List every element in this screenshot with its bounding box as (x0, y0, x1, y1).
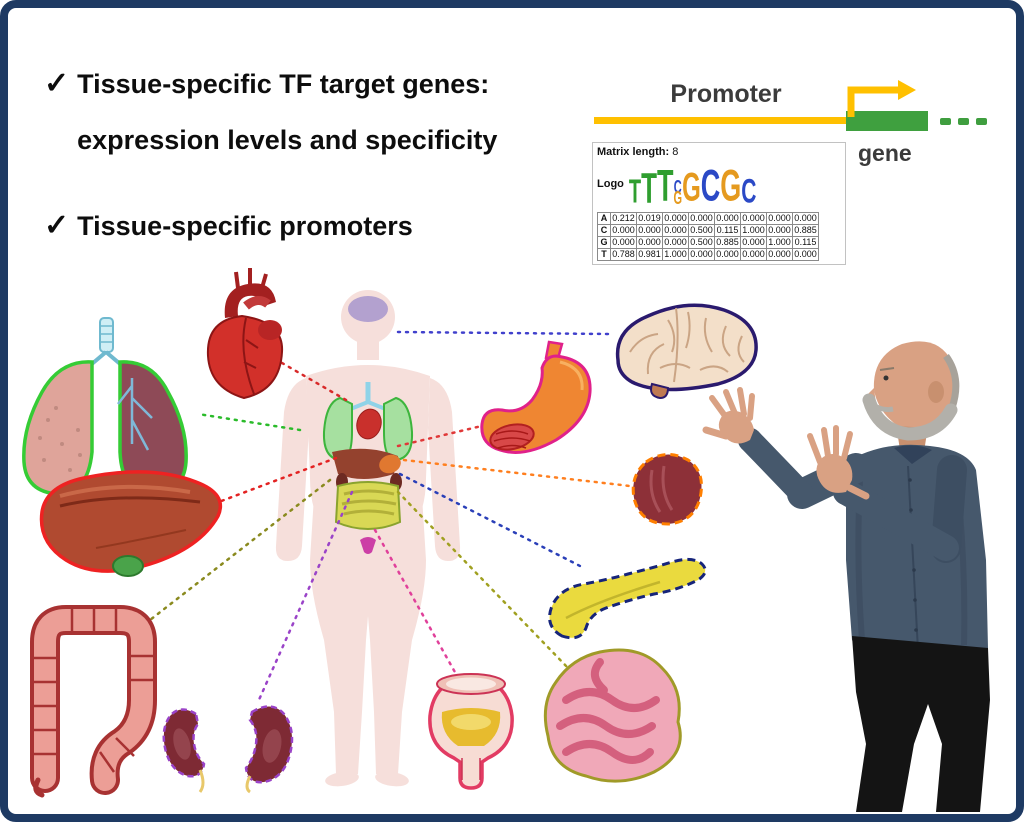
tss-arrowhead (898, 80, 916, 100)
promoter-label: Promoter (670, 80, 782, 108)
gallbladder (112, 555, 144, 577)
organ-stomach (480, 340, 592, 454)
organ-lungs (22, 317, 188, 496)
gene-continuation-dots-icon (940, 118, 987, 125)
body-lung-left (322, 396, 353, 462)
presenter-photo (702, 341, 990, 812)
organ-brain (615, 303, 758, 400)
gene-box (846, 111, 928, 131)
body-bladder (360, 537, 376, 554)
tss-arrow (847, 86, 898, 117)
bullet-2-line-1: Tissue-specific promoters (77, 211, 413, 241)
bullet-item-1: ✓ Tissue-specific TF target genes: expre… (44, 56, 497, 168)
organ-heart (206, 268, 284, 400)
body-heart (356, 408, 382, 440)
presenter-beard (862, 393, 958, 441)
appendix (33, 777, 45, 798)
matrix-panel: Matrix length: 8 Logo T T T C G G C G C … (592, 142, 846, 265)
sequence-logo: T T T C G G C G C (628, 161, 757, 213)
body-brain (348, 296, 388, 322)
body-liver (332, 448, 398, 479)
connector-lines (148, 330, 632, 704)
organ-colon (30, 605, 157, 798)
presenter-raised-hand (816, 454, 853, 493)
bullet-item-2: ✓ Tissue-specific promoters (44, 198, 413, 254)
organ-bladder (428, 673, 514, 790)
bullet-1-line-2: expression levels and specificity (77, 125, 498, 155)
presenter-hair (943, 353, 960, 410)
presenter-eye (883, 375, 889, 381)
presenter-ear (928, 381, 944, 403)
organ-kidneys (162, 705, 294, 794)
checkmark-icon: ✓ (44, 209, 70, 242)
organ-small-intestine (543, 648, 682, 783)
organ-pancreas (548, 557, 707, 640)
presenter-raised-arm (807, 425, 967, 563)
organ-scene (22, 80, 990, 812)
checkmark-icon: ✓ (44, 67, 70, 100)
promoter-bar (594, 117, 846, 124)
presenter-head (862, 341, 960, 441)
promoter-schematic (594, 80, 928, 131)
organ-liver (39, 470, 223, 577)
organ-spleen (631, 453, 703, 526)
presenter-pants (852, 636, 990, 812)
gene-label: gene (858, 140, 912, 166)
matrix-length: Matrix length: 8 (597, 146, 679, 158)
bullet-1-line-1: Tissue-specific TF target genes: (77, 69, 490, 99)
human-body-silhouette (275, 290, 461, 787)
logo-label: Logo (597, 178, 624, 190)
